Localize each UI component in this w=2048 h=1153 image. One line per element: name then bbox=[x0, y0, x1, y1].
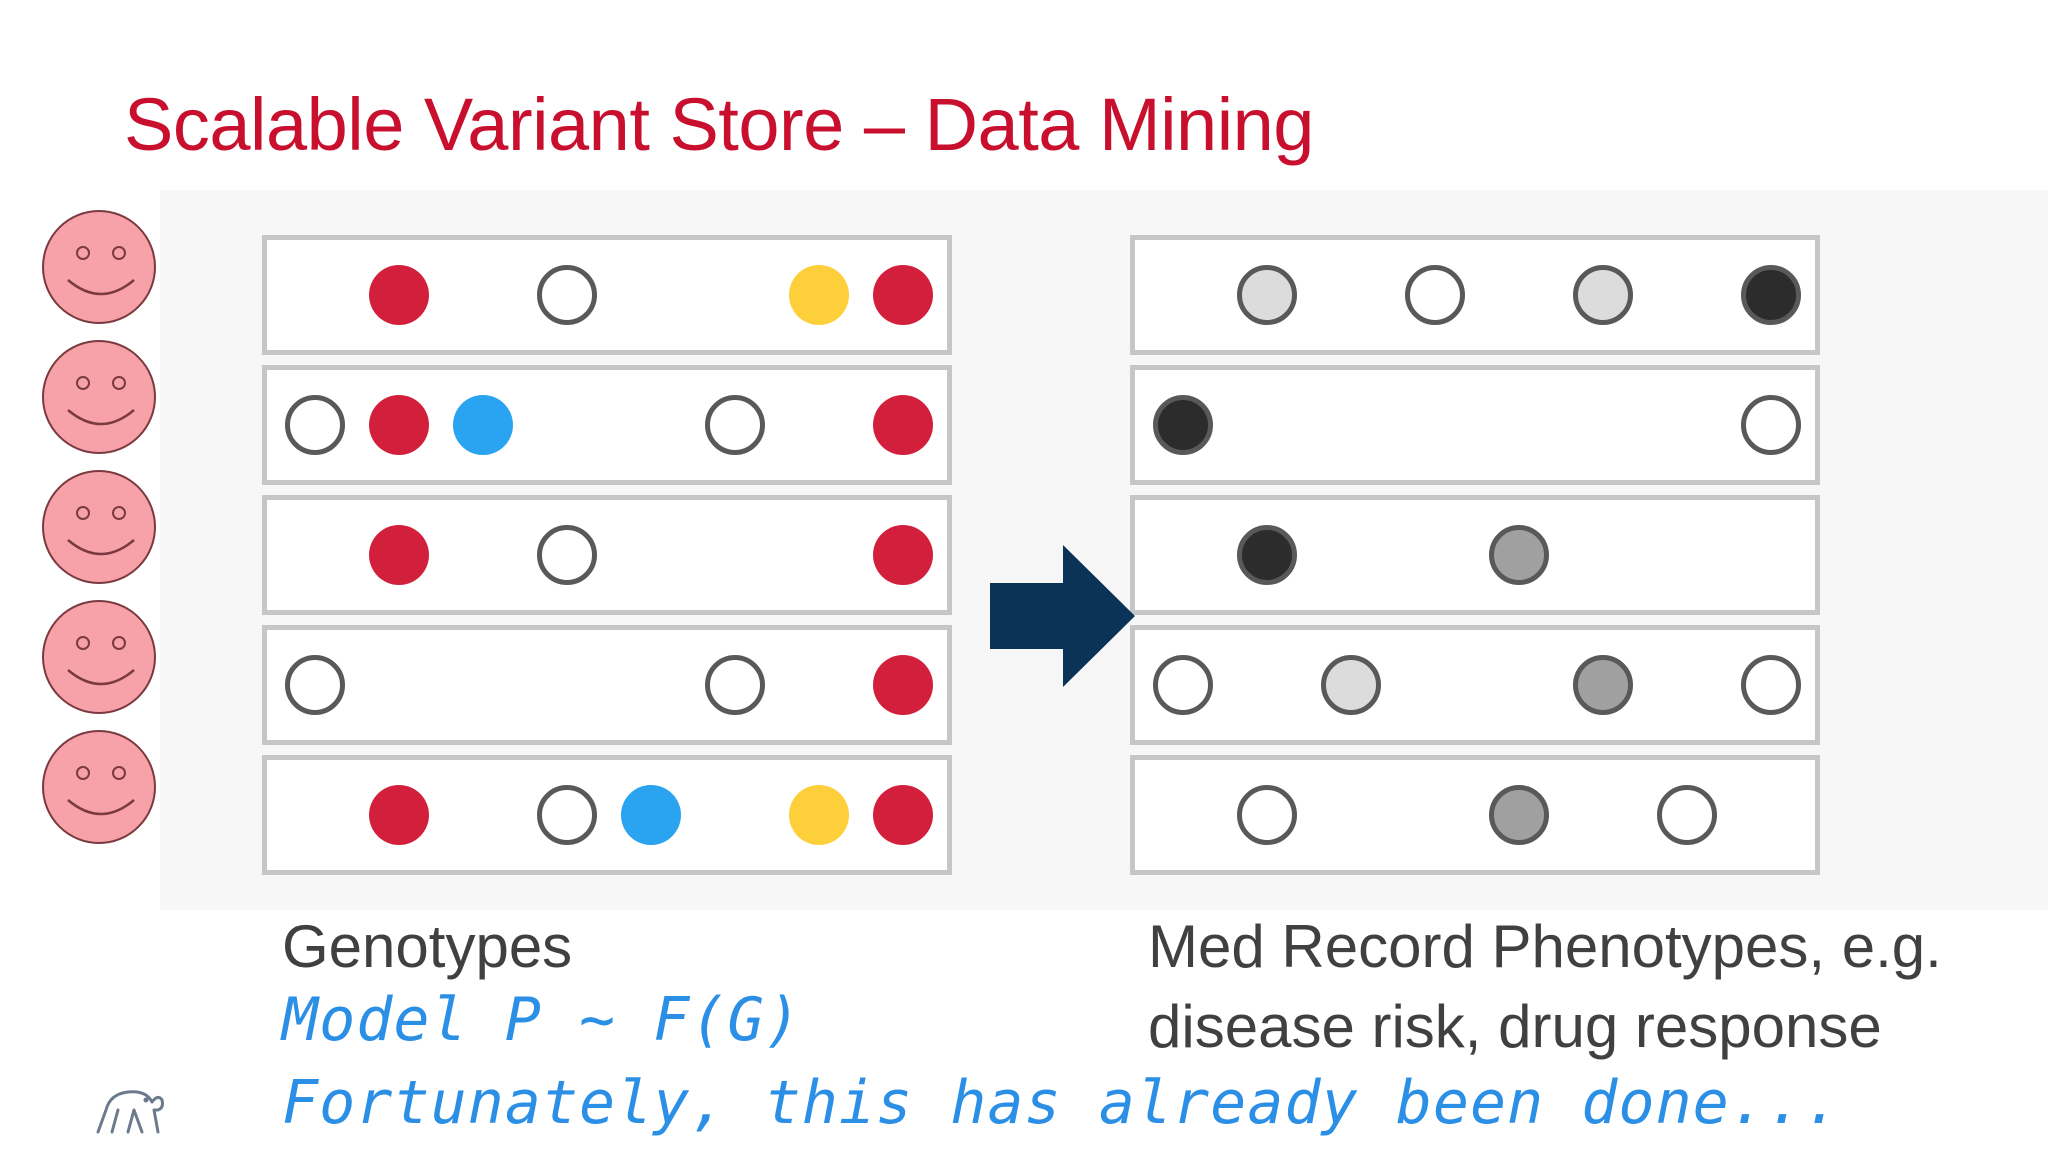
dark-circle bbox=[1237, 525, 1297, 585]
phenotypes-label-line1: Med Record Phenotypes, e.g. bbox=[1148, 913, 1942, 980]
open-circle bbox=[537, 785, 597, 845]
smiley-face-icon bbox=[42, 210, 156, 324]
open-circle bbox=[1741, 395, 1801, 455]
dark-circle bbox=[1741, 265, 1801, 325]
smiley-face-icon bbox=[42, 600, 156, 714]
open-circle bbox=[1405, 265, 1465, 325]
genotype-row bbox=[262, 235, 952, 355]
open-circle bbox=[285, 655, 345, 715]
dark-circle bbox=[1153, 395, 1213, 455]
red-circle bbox=[873, 265, 933, 325]
slide-title: Scalable Variant Store – Data Mining bbox=[124, 83, 1314, 166]
open-circle bbox=[285, 395, 345, 455]
open-circle bbox=[705, 395, 765, 455]
red-circle bbox=[873, 655, 933, 715]
phenotype-row bbox=[1130, 365, 1820, 485]
smiley-face-icon bbox=[42, 730, 156, 844]
mid-circle bbox=[1573, 655, 1633, 715]
open-circle bbox=[705, 655, 765, 715]
red-circle bbox=[369, 395, 429, 455]
open-circle bbox=[1153, 655, 1213, 715]
mid-circle bbox=[1489, 525, 1549, 585]
red-circle bbox=[873, 525, 933, 585]
open-circle bbox=[1657, 785, 1717, 845]
red-circle bbox=[873, 785, 933, 845]
smiley-face-icon bbox=[42, 470, 156, 584]
open-circle bbox=[537, 265, 597, 325]
open-circle bbox=[1237, 785, 1297, 845]
phenotypes-label-line2: disease risk, drug response bbox=[1148, 993, 1882, 1060]
light-circle bbox=[1237, 265, 1297, 325]
blue-circle bbox=[453, 395, 513, 455]
phenotype-row bbox=[1130, 755, 1820, 875]
blue-circle bbox=[621, 785, 681, 845]
people-column bbox=[42, 210, 164, 860]
phenotype-row bbox=[1130, 235, 1820, 355]
genotypes-label: Genotypes bbox=[282, 913, 573, 980]
red-circle bbox=[369, 525, 429, 585]
light-circle bbox=[1321, 655, 1381, 715]
yellow-circle bbox=[789, 265, 849, 325]
phenotype-row bbox=[1130, 495, 1820, 615]
annotation-fortunately: Fortunately, this has already been done.… bbox=[282, 1068, 1842, 1138]
red-circle bbox=[873, 395, 933, 455]
phenotype-row bbox=[1130, 625, 1820, 745]
smiley-face-icon bbox=[42, 340, 156, 454]
genotype-row bbox=[262, 365, 952, 485]
genotype-row bbox=[262, 625, 952, 745]
genotype-row bbox=[262, 495, 952, 615]
mid-circle bbox=[1489, 785, 1549, 845]
light-circle bbox=[1573, 265, 1633, 325]
red-circle bbox=[369, 265, 429, 325]
elephant-logo-icon bbox=[96, 1090, 164, 1134]
open-circle bbox=[537, 525, 597, 585]
annotation-model: Model P ~ F(G) bbox=[282, 985, 802, 1055]
red-circle bbox=[369, 785, 429, 845]
genotype-row bbox=[262, 755, 952, 875]
yellow-circle bbox=[789, 785, 849, 845]
right-arrow-icon bbox=[990, 545, 1135, 687]
open-circle bbox=[1741, 655, 1801, 715]
